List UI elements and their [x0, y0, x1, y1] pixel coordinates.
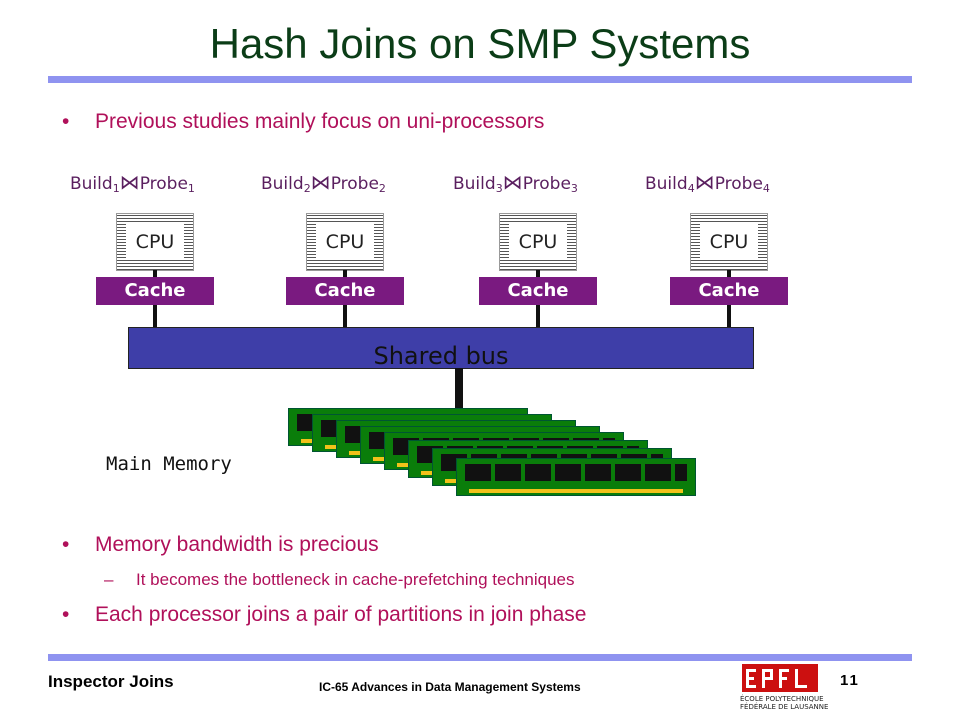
cpu-chip: CPU: [499, 213, 577, 271]
cpu-chip: CPU: [690, 213, 768, 271]
join-label: Build4⋈Probe4: [645, 170, 770, 195]
logo-line-2: FÉDÉRALE DE LAUSANNE: [740, 703, 829, 711]
shared-bus: Shared bus: [128, 327, 754, 370]
sub-bullet-text: It becomes the bottleneck in cache-prefe…: [136, 570, 575, 589]
build-index: 3: [495, 182, 503, 195]
probe-label: Probe: [522, 174, 571, 194]
cpu-label: CPU: [509, 224, 567, 260]
page-number: 11: [840, 672, 860, 689]
build-label: Build: [453, 174, 496, 194]
connector-line: [343, 270, 347, 277]
bus-label: Shared bus: [373, 342, 509, 370]
cpu-label: CPU: [700, 224, 758, 260]
build-label: Build: [645, 174, 688, 194]
build-label: Build: [261, 174, 304, 194]
bullet-text: Previous studies mainly focus on uni-pro…: [95, 110, 545, 133]
top-divider: [48, 76, 912, 83]
connector-line: [153, 305, 157, 327]
probe-index: 3: [570, 182, 578, 195]
probe-index: 1: [187, 182, 195, 195]
epfl-logo: ÉCOLE POLYTECHNIQUE FÉDÉRALE DE LAUSANNE: [740, 662, 828, 714]
connector-line: [536, 305, 540, 327]
connector-line: [153, 270, 157, 277]
bullet-text: Each processor joins a pair of partition…: [95, 603, 587, 626]
cpu-label: CPU: [316, 224, 374, 260]
join-symbol: ⋈: [694, 170, 715, 194]
bullet-dot: •: [62, 110, 70, 133]
bullet-dot: •: [62, 603, 70, 626]
bullet-text: Memory bandwidth is precious: [95, 533, 379, 556]
sub-bullet-dash: –: [104, 570, 114, 589]
connector-line: [536, 270, 540, 277]
cpu-label: CPU: [126, 224, 184, 260]
join-symbol: ⋈: [502, 170, 523, 194]
build-index: 2: [303, 182, 311, 195]
probe-index: 2: [378, 182, 386, 195]
probe-label: Probe: [330, 174, 379, 194]
epfl-logo-icon: [742, 664, 818, 692]
cpu-chip: CPU: [116, 213, 194, 271]
join-label: Build2⋈Probe2: [261, 170, 386, 195]
cache-block: Cache: [479, 277, 597, 305]
bullet-dot: •: [62, 533, 70, 556]
connector-line: [727, 270, 731, 277]
join-label: Build1⋈Probe1: [70, 170, 195, 195]
memory-label: Main Memory: [106, 453, 232, 475]
join-symbol: ⋈: [119, 170, 140, 194]
slide-title: Hash Joins on SMP Systems: [209, 20, 751, 67]
logo-line-1: ÉCOLE POLYTECHNIQUE: [740, 695, 824, 703]
bottom-divider: [48, 654, 912, 661]
cache-block: Cache: [96, 277, 214, 305]
build-index: 1: [112, 182, 120, 195]
build-index: 4: [687, 182, 695, 195]
memory-connector: [455, 368, 463, 412]
footer-course: IC-65 Advances in Data Management System…: [319, 680, 581, 694]
probe-label: Probe: [714, 174, 763, 194]
build-label: Build: [70, 174, 113, 194]
cpu-chip: CPU: [306, 213, 384, 271]
footer-title: Inspector Joins: [48, 672, 174, 691]
join-symbol: ⋈: [310, 170, 331, 194]
memory-module: [456, 458, 696, 496]
cache-block: Cache: [286, 277, 404, 305]
connector-line: [727, 305, 731, 327]
probe-index: 4: [762, 182, 770, 195]
join-label: Build3⋈Probe3: [453, 170, 578, 195]
probe-label: Probe: [139, 174, 188, 194]
cache-block: Cache: [670, 277, 788, 305]
connector-line: [343, 305, 347, 327]
